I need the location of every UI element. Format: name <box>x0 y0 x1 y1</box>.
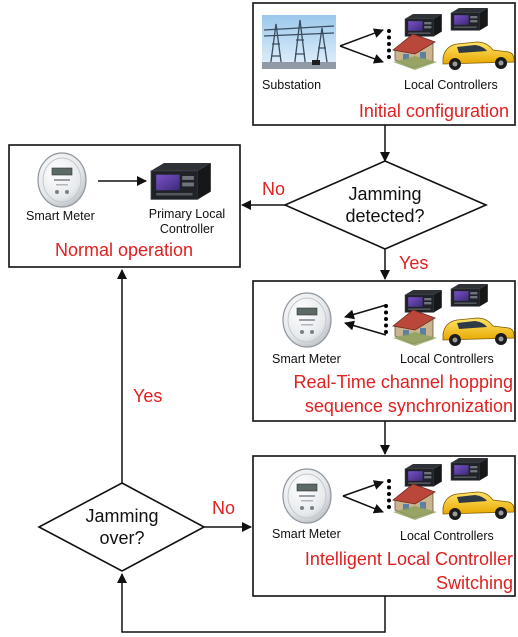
smart-meter-icon <box>282 292 332 348</box>
jamming-detected-line1: Jamming <box>348 184 421 204</box>
sync-local-controllers-label: Local Controllers <box>400 352 494 366</box>
smart-meter-icon <box>37 152 87 208</box>
jamming-detected-line2: detected? <box>345 206 424 226</box>
initial-configuration-title: Initial configuration <box>359 101 509 121</box>
initial-configuration-box: Substation Local Controllers Initial con… <box>252 2 516 126</box>
sync-smart-meter-label: Smart Meter <box>272 352 341 366</box>
sync-title-line2: sequence synchronization <box>305 396 513 416</box>
controller-switching-box: Smart Meter Local Controllers Intelligen… <box>252 455 516 597</box>
primary-controller-label-line2: Controller <box>160 222 214 236</box>
primary-controller-label-line1: Primary Local <box>149 207 225 221</box>
channel-hopping-sync-box: Smart Meter Local Controllers Real-Time … <box>252 280 516 422</box>
local-controllers-label: Local Controllers <box>404 78 498 92</box>
sync-title-line1: Real-Time channel hopping <box>294 372 513 392</box>
no-label-detected: No <box>262 179 285 199</box>
jamming-over-decision: Jamming over? <box>37 482 206 572</box>
jamming-over-line1: Jamming <box>85 506 158 526</box>
substation-icon <box>262 15 336 70</box>
yes-label-over: Yes <box>133 386 162 406</box>
switch-title-line1: Intelligent Local Controller <box>305 549 513 569</box>
normal-operation-title: Normal operation <box>55 240 193 260</box>
controller-device-icon <box>150 162 212 201</box>
smart-meter-label: Smart Meter <box>26 209 95 223</box>
normal-operation-box: Smart Meter Primary Local Controller Nor… <box>8 144 241 268</box>
yes-label-detected: Yes <box>399 253 428 273</box>
switch-smart-meter-label: Smart Meter <box>272 527 341 541</box>
substation-label: Substation <box>262 78 321 92</box>
jamming-detected-decision: Jamming detected? <box>283 160 489 250</box>
jamming-over-line2: over? <box>99 528 144 548</box>
switch-local-controllers-label: Local Controllers <box>400 529 494 543</box>
no-label-over: No <box>212 498 235 518</box>
smart-meter-icon <box>282 468 332 524</box>
switch-title-line2: Switching <box>436 573 513 593</box>
